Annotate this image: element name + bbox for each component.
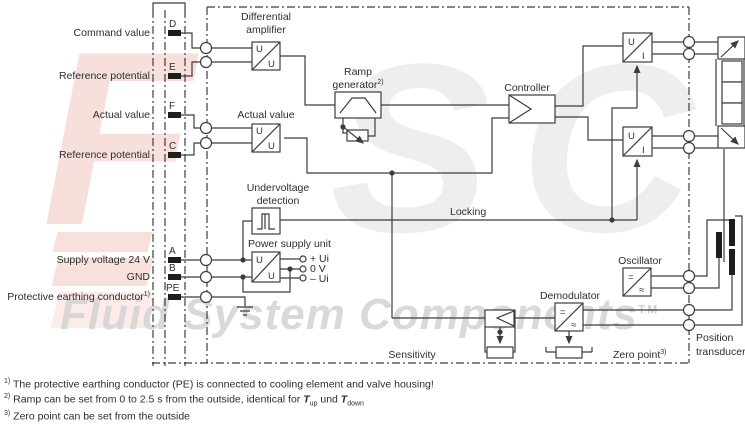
undervoltage-detection-block	[251, 207, 281, 235]
footnote-2: 2) Ramp can be set from 0 to 2.5 s from …	[4, 392, 364, 408]
cable-lines	[152, 2, 186, 366]
ui-converter-bottom-block	[622, 126, 653, 157]
label-protective-earth: Protective earthing conductor1)	[7, 291, 150, 303]
enclosure-border	[152, 6, 690, 364]
footnote-1: 1) The protective earthing conductor (PE…	[4, 378, 434, 391]
watermark-text: Fluid System ComponentsTM	[60, 290, 660, 339]
undervoltage-label-2: detection	[257, 195, 300, 207]
lvdt-coils	[716, 219, 735, 275]
svg-text:≈: ≈	[639, 285, 644, 296]
label-supply-voltage: Supply voltage 24 V	[57, 254, 150, 266]
label-reference-potential-1: Reference potential	[59, 70, 150, 82]
actual-value-block	[251, 123, 281, 153]
label-command-value: Command value	[74, 27, 151, 39]
watermark-letter-s: S	[330, 14, 491, 282]
position-transducer	[695, 149, 743, 326]
terminal-pins	[168, 30, 181, 300]
terminal-letter-b: B	[169, 263, 176, 274]
terminal-letter-c: C	[169, 141, 176, 152]
sensitivity-potentiometer	[486, 346, 514, 359]
differential-amplifier-block	[251, 41, 281, 71]
power-supply-label: Power supply unit	[248, 238, 331, 250]
svg-text:U: U	[268, 271, 275, 282]
svg-text:U: U	[268, 59, 275, 70]
svg-text:U: U	[628, 37, 635, 48]
junction-dots	[240, 124, 615, 335]
ui-converter-top-block	[622, 32, 653, 63]
locking-wires	[280, 64, 641, 221]
actual-value-block-label: Actual value	[237, 109, 294, 121]
svg-text:I: I	[642, 145, 645, 156]
svg-text:U: U	[256, 126, 263, 137]
proportional-valve	[715, 36, 745, 149]
controller-label: Controller	[504, 82, 550, 94]
terminal-letter-e: E	[169, 62, 176, 73]
footnote-3: 3) Zero point can be set from the outsid…	[4, 410, 191, 423]
svg-text:I: I	[642, 51, 645, 62]
psu-output-plus-ui: + Ui	[310, 253, 329, 265]
trademark-symbol: TM	[637, 302, 660, 317]
undervoltage-label-1: Undervoltage	[247, 182, 310, 194]
svg-text:U: U	[268, 141, 275, 152]
demodulator-label: Demodulator	[540, 290, 601, 302]
ramp-potentiometer	[346, 129, 369, 142]
sensitivity-label: Sensitivity	[388, 349, 436, 361]
watermark-letter-f: F	[42, 0, 194, 277]
sensitivity-amplifier-block	[484, 309, 516, 359]
ramp-generator-label-1: Ramp	[344, 66, 372, 78]
zero-point-label: Zero point3)	[613, 349, 667, 361]
differential-amplifier-label-2: amplifier	[246, 24, 286, 36]
ramp-generator-block	[334, 91, 382, 144]
psu-output-minus-ui: – Ui	[310, 273, 329, 285]
footnotes: 1) The protective earthing conductor (PE…	[4, 377, 434, 424]
terminal-wires	[181, 32, 200, 298]
svg-text:=: =	[628, 272, 634, 283]
position-transducer-label-2: transducer	[696, 346, 745, 358]
psu-output-0v: 0 V	[310, 263, 326, 275]
terminal-letter-a: A	[169, 246, 176, 257]
oscillator-label: Oscillator	[618, 255, 662, 267]
hysteresis-icon	[257, 213, 275, 230]
power-supply-block	[251, 251, 307, 283]
converter-symbols: UU UU UU UI UI =≈ =≈	[256, 37, 645, 331]
svg-text:U: U	[256, 44, 263, 55]
zero-point-potentiometer	[555, 346, 583, 359]
connection-points	[199, 35, 696, 332]
ramp-generator-label-2: generator2)	[332, 79, 383, 91]
svg-text:U: U	[628, 131, 635, 142]
terminal-letter-d: D	[169, 19, 176, 30]
controller-block	[508, 94, 556, 124]
input-wires	[212, 47, 291, 316]
label-reference-potential-2: Reference potential	[59, 149, 150, 161]
locking-label: Locking	[450, 206, 486, 218]
differential-amplifier-label-1: Differential	[241, 11, 291, 23]
position-transducer-label-1: Position	[696, 332, 734, 344]
label-gnd: GND	[127, 271, 151, 283]
demodulator-block	[545, 302, 683, 359]
signal-wires	[280, 41, 718, 319]
oscillator-block	[622, 267, 683, 297]
label-actual-value: Actual value	[93, 109, 150, 121]
terminal-letter-f: F	[169, 101, 175, 112]
terminal-letter-pe: PE	[166, 283, 180, 294]
svg-text:≈: ≈	[571, 320, 576, 331]
svg-text:U: U	[256, 255, 263, 266]
earth-ground-icon	[237, 306, 253, 316]
svg-text:=: =	[560, 307, 566, 318]
